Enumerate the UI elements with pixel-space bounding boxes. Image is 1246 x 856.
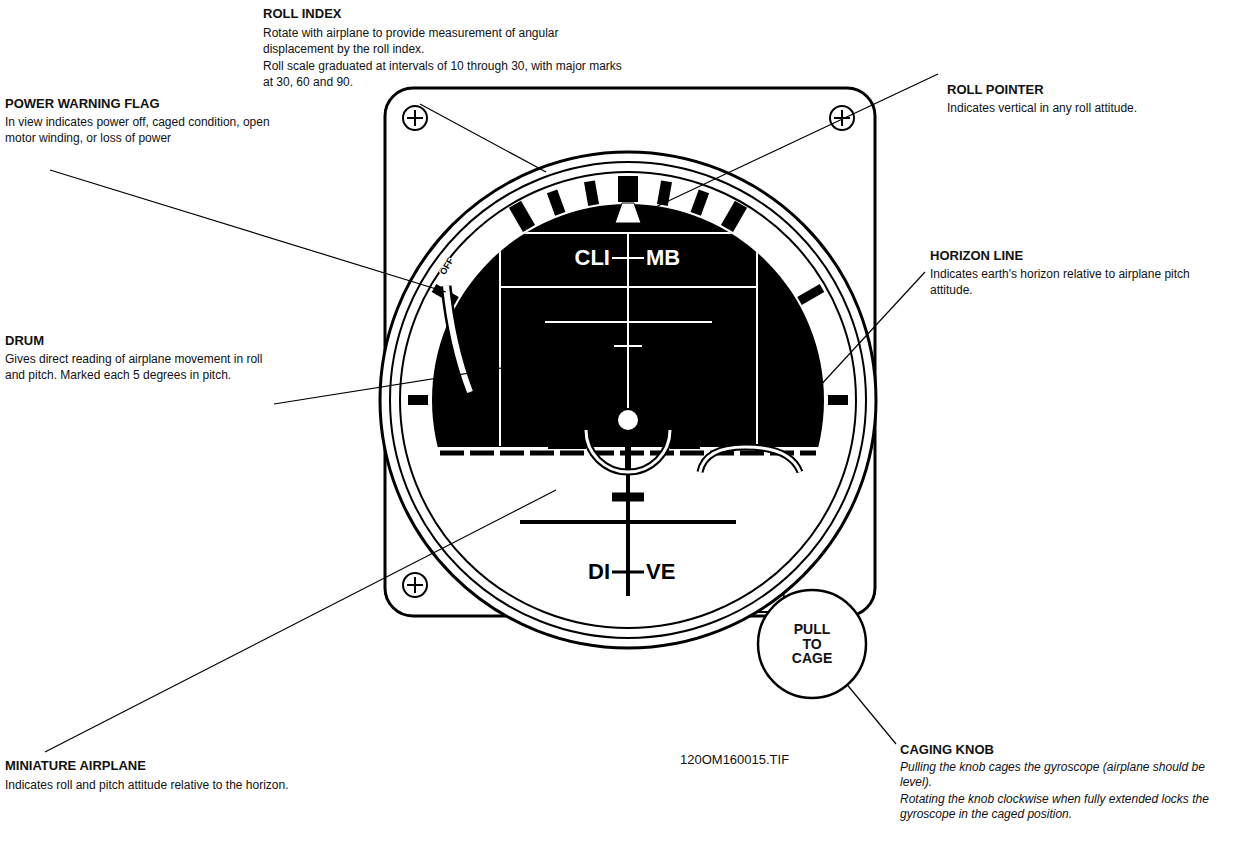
callout-text: Gives direct reading of airplane movemen… xyxy=(5,352,273,383)
callout-heading: CAGING KNOB xyxy=(900,742,994,759)
figure-id: 120OM160015.TIF xyxy=(680,752,789,769)
callout-text: Indicates roll and pitch attitude relati… xyxy=(5,778,505,794)
callout-heading: ROLL POINTER xyxy=(947,82,1044,99)
callout-text: Rotating the knob clockwise when fully e… xyxy=(900,792,1240,822)
pitch-marking: DI xyxy=(586,560,612,584)
callout-heading: ROLL INDEX xyxy=(263,6,342,23)
callout-text: Pulling the knob cages the gyroscope (ai… xyxy=(900,760,1240,790)
callout-heading: DRUM xyxy=(5,333,44,350)
pitch-marking: MB xyxy=(644,246,682,270)
pitch-marking: VE xyxy=(644,560,677,584)
pitch-marking: CLI xyxy=(573,246,612,270)
callout-text: Indicates earth's horizon relative to ai… xyxy=(930,267,1235,298)
callout-text: Rotate with airplane to provide measurem… xyxy=(263,26,623,57)
knob-text: PULL TO CAGE xyxy=(788,622,836,666)
caging-knob: PULL TO CAGE xyxy=(756,588,868,700)
flag-marking: OFF xyxy=(439,256,456,276)
callout-heading: MINIATURE AIRPLANE xyxy=(5,758,146,775)
callout-text: In view indicates power off, caged condi… xyxy=(5,115,275,146)
callout-text: Indicates vertical in any roll attitude. xyxy=(947,101,1237,117)
callout-text: Roll scale graduated at intervals of 10 … xyxy=(263,59,623,90)
callout-heading: POWER WARNING FLAG xyxy=(5,96,160,113)
callout-heading: HORIZON LINE xyxy=(930,248,1023,265)
